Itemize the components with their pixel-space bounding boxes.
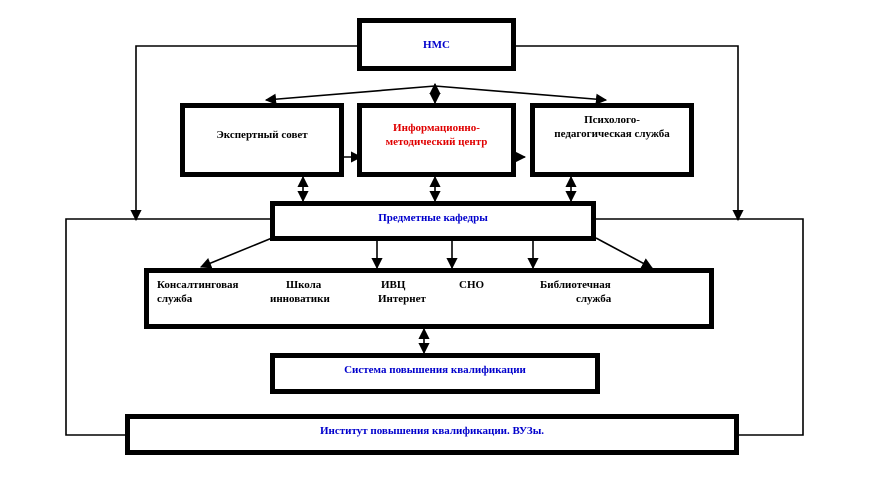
nms-left-feed [130,45,357,222]
expert-council-label: Экспертный совет [216,129,308,141]
nms-box [357,18,516,71]
nms-to-expert-arrow [264,85,436,105]
institute-label: Институт повышения квалификации. ВУЗы. [319,425,545,437]
departments-label: Предметные кафедры [378,212,488,224]
psych-service-box [530,103,694,177]
qualification-system-box [270,353,600,394]
school-label-line1: Школа [286,279,322,291]
info-center-label-line1: Информационно- [393,122,480,134]
consulting-label-line1: Консалтинговая [157,279,239,291]
info-center-box [357,103,516,177]
psych-label-line2: педагогическая служба [554,128,670,140]
dept-to-right-arrow [595,237,653,269]
psych-label-line1: Психолого- [584,114,640,126]
school-label-line2: инноватики [270,293,330,305]
library-label-line2: служба [576,293,612,305]
expert-council-box [180,103,344,177]
consulting-label-line2: служба [157,293,193,305]
nms-right-feed [516,45,744,222]
institute-box [125,414,739,455]
nms-to-psych-arrow [434,85,608,105]
library-label-line1: Библиотечная [540,279,611,291]
sno-label: СНО [459,279,485,291]
info-center-label-line2: методический центр [385,136,488,148]
qualification-system-label: Система повышения квалификации [344,364,526,376]
ivc-label-line2: Интернет [378,293,426,305]
nms-label: НМС [423,39,450,51]
departments-box [270,201,596,241]
right-loop-line [596,218,804,436]
dept-to-consulting-arrow [199,237,273,269]
services-box [144,268,714,329]
left-loop-line [65,218,270,436]
ivc-label-line1: ИВЦ [381,279,406,291]
